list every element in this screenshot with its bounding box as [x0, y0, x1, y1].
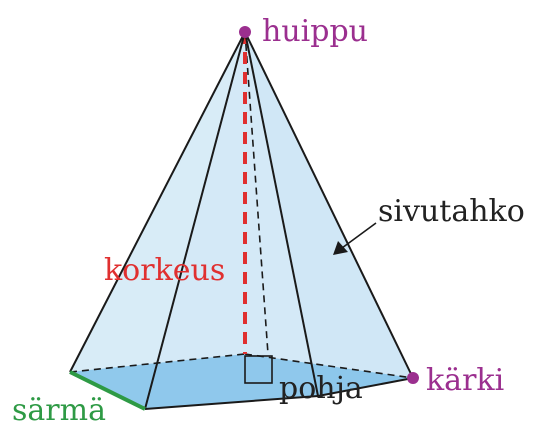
- hidden-edge-base-right: [244, 353, 414, 379]
- highlighted-edge: [69, 370, 146, 411]
- right-angle-marker: [244, 355, 273, 384]
- lateral-edge-front-left: [144, 31, 246, 410]
- side-face-label: sivutahko: [378, 194, 525, 229]
- apex-dot: [239, 26, 251, 38]
- face-pointer-arrowhead: [333, 241, 348, 255]
- height-label: korkeus: [104, 253, 225, 288]
- visible-edges: [69, 31, 414, 410]
- side-faces: [70, 32, 413, 409]
- lateral-edge-right: [244, 31, 414, 379]
- side-face-back: [70, 32, 413, 378]
- base-edge-front-right: [317, 377, 414, 397]
- vertex-label: kärki: [426, 363, 504, 398]
- base-label: pohja: [279, 371, 363, 406]
- lateral-edge-left: [69, 31, 246, 373]
- face-pointer-line: [341, 222, 377, 249]
- vertex-dot: [407, 372, 419, 384]
- hidden-edge-lateral: [244, 31, 269, 355]
- apex-label: huippu: [262, 14, 368, 49]
- lateral-edge-front-right: [244, 31, 319, 397]
- base-edge-front: [144, 395, 319, 410]
- edge-label: särmä: [12, 393, 106, 426]
